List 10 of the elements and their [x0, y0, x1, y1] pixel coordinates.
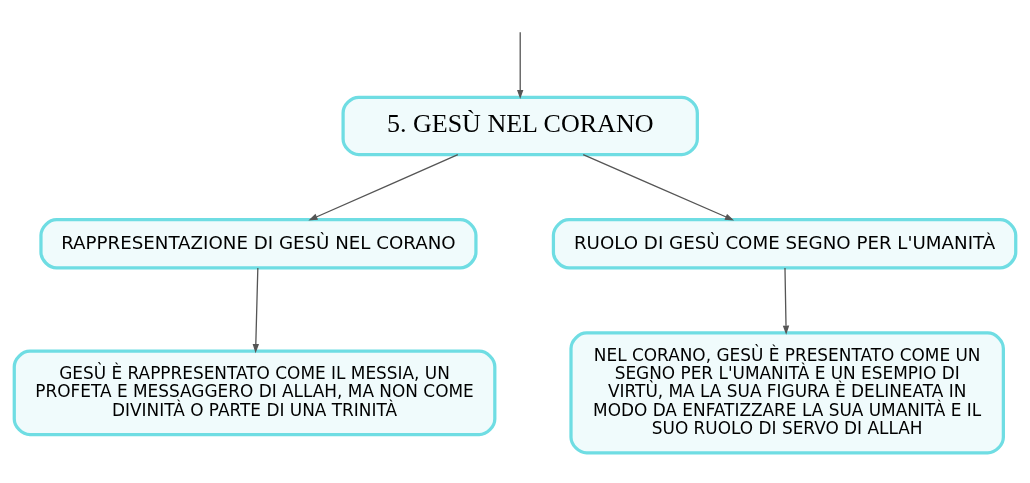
node-box: RUOLO DI GESÙ COME SEGNO PER L'UMANITÀ: [551, 217, 1018, 269]
arrow: [308, 153, 459, 220]
node-box: 5. GESÙ NEL CORANO: [341, 95, 699, 156]
arrow: [782, 266, 790, 335]
arrow: [252, 266, 259, 353]
arrow: [582, 153, 735, 220]
arrow: [517, 31, 524, 99]
node-box: NEL CORANO, GESÙ È PRESENTATO COME UN SEGNO PER L'UMANITÀ E UN ESEMPIO DI VIRTÙ, MA LA SUA FIGURA È DELINEATA IN MODO DA ENFATIZZARE LA SUA UMANITÀ E IL SUO RUOLO DI SERVO DI ALLAH: [569, 330, 1005, 454]
node-box: RAPPRESENTAZIONE DI GESÙ NEL CORANO: [39, 217, 478, 269]
node-box: GESÙ È RAPPRESENTATO COME IL MESSIA, UN PROFETA E MESSAGGERO DI ALLAH, MA NON COME DIVINITÀ O PARTE DI UNA TRINITÀ: [12, 349, 497, 436]
